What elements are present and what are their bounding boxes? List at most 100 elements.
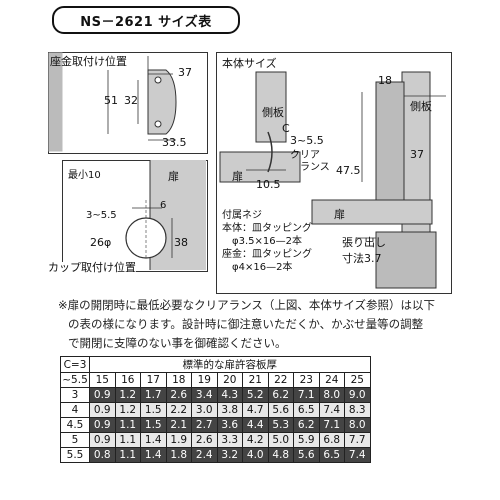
table-cell: 0.9 bbox=[89, 402, 116, 418]
clearance-label-1: クリア bbox=[290, 150, 320, 161]
table-row: 4 0.9 1.2 1.5 2.2 3.0 3.8 4.7 5.6 6.5 7.… bbox=[60, 402, 371, 418]
table-header: 標準的な扉許容板厚 bbox=[89, 356, 371, 373]
screws-washer: 座金：皿タッピング bbox=[222, 249, 312, 260]
note-line-1: ※扉の開閉時に最低必要なクリアランス（上図、本体サイズ参照）は以下 bbox=[58, 298, 436, 312]
table-cell: 3.3 bbox=[216, 432, 243, 448]
screws-washer-size: φ4×16—2本 bbox=[232, 262, 293, 273]
washer-position-panel bbox=[48, 52, 208, 154]
table-row: 4.5 0.9 1.1 1.5 2.1 2.7 3.6 4.4 5.3 6.2 … bbox=[60, 417, 371, 433]
overhang-label-2: 寸法3.7 bbox=[342, 252, 382, 265]
table-cell: 7.1 bbox=[318, 417, 345, 433]
table-cell: 5.0 bbox=[267, 432, 294, 448]
table-cell: 1.1 bbox=[114, 417, 141, 433]
table-cell: 0.9 bbox=[89, 432, 116, 448]
table-cell: 1.4 bbox=[140, 447, 167, 463]
row-c-value: 4.5 bbox=[60, 417, 90, 433]
column-header: 21 bbox=[242, 372, 269, 388]
table-cell: 7.4 bbox=[318, 402, 345, 418]
table-cell: 1.1 bbox=[114, 432, 141, 448]
table-row: 5.5 0.8 1.1 1.4 1.8 2.4 3.2 4.0 4.8 5.6 … bbox=[60, 447, 371, 463]
table-cell: 5.6 bbox=[267, 402, 294, 418]
row-c-value: 4 bbox=[60, 402, 90, 418]
table-cell: 5.6 bbox=[293, 447, 320, 463]
row-c-value: 5 bbox=[60, 432, 90, 448]
column-header: 15 bbox=[89, 372, 116, 388]
dim-37: 37 bbox=[178, 66, 192, 79]
overhang-label-1: 張り出し bbox=[342, 236, 386, 249]
table-cell: 0.9 bbox=[89, 387, 116, 403]
dim-6: 6 bbox=[160, 200, 167, 211]
cup-heading: カップ取付け位置 bbox=[48, 261, 136, 274]
table-row: 5 0.9 1.1 1.4 1.9 2.6 3.3 4.2 5.0 5.9 6.… bbox=[60, 432, 371, 448]
table-corner-bottom: ~5.5 bbox=[60, 372, 90, 388]
column-header: 18 bbox=[165, 372, 192, 388]
table-cell: 0.8 bbox=[89, 447, 116, 463]
label-c: C bbox=[282, 122, 290, 135]
table-cell: 8.3 bbox=[344, 402, 371, 418]
table-cell: 6.8 bbox=[318, 432, 345, 448]
column-header: 23 bbox=[293, 372, 320, 388]
dim-c-range: 3~5.5 bbox=[290, 134, 324, 147]
table-cell: 2.6 bbox=[191, 432, 218, 448]
table-cell: 4.0 bbox=[242, 447, 269, 463]
table-cell: 3.8 bbox=[216, 402, 243, 418]
page-title: NS－2621 サイズ表 bbox=[52, 6, 240, 34]
table-cell: 1.8 bbox=[165, 447, 192, 463]
column-header: 20 bbox=[216, 372, 243, 388]
table-cell: 4.7 bbox=[242, 402, 269, 418]
column-header: 16 bbox=[114, 372, 141, 388]
table-cell: 5.2 bbox=[242, 387, 269, 403]
table-cell: 4.3 bbox=[216, 387, 243, 403]
column-header: 25 bbox=[344, 372, 371, 388]
table-cell: 3.2 bbox=[216, 447, 243, 463]
door-label-2: 扉 bbox=[334, 208, 345, 221]
table-cell: 4.8 bbox=[267, 447, 294, 463]
table-cell: 6.5 bbox=[318, 447, 345, 463]
washer-diagram bbox=[48, 52, 177, 152]
table-cell: 2.2 bbox=[165, 402, 192, 418]
table-cell: 1.5 bbox=[140, 417, 167, 433]
side-panel-label-1: 側板 bbox=[262, 106, 284, 119]
row-c-value: 5.5 bbox=[60, 447, 90, 463]
table-cell: 4.2 bbox=[242, 432, 269, 448]
label-min10: 最小10 bbox=[68, 170, 101, 181]
table-cell: 0.9 bbox=[89, 417, 116, 433]
column-header: 22 bbox=[267, 372, 294, 388]
table-cell: 8.0 bbox=[344, 417, 371, 433]
screws-body-size: φ3.5×16—2本 bbox=[232, 236, 302, 247]
table-cell: 2.7 bbox=[191, 417, 218, 433]
screws-title: 付属ネジ bbox=[222, 210, 262, 221]
clearance-label-2: ランス bbox=[300, 162, 330, 173]
table-cell: 1.7 bbox=[140, 387, 167, 403]
side-panel-label-2: 側板 bbox=[410, 100, 432, 113]
cup-diagram bbox=[125, 160, 206, 270]
table-corner-top: C=3 bbox=[60, 356, 90, 373]
table-cell: 7.1 bbox=[293, 387, 320, 403]
table-cell: 9.0 bbox=[344, 387, 371, 403]
column-header: 17 bbox=[140, 372, 167, 388]
washer-heading: 座金取付け位置 bbox=[50, 55, 127, 68]
table-cell: 2.4 bbox=[191, 447, 218, 463]
body-diagram bbox=[219, 71, 446, 289]
dim-33-5: 33.5 bbox=[162, 136, 187, 149]
table-cell: 1.5 bbox=[140, 402, 167, 418]
table-cell: 3.6 bbox=[216, 417, 243, 433]
table-row: 3 0.9 1.2 1.7 2.6 3.4 4.3 5.2 6.2 7.1 8.… bbox=[60, 387, 371, 403]
table-cell: 5.3 bbox=[267, 417, 294, 433]
note-line-2: の表の様になります。設計時に御注意いただくか、かぶせ量等の調整 bbox=[68, 317, 424, 331]
table-cell: 1.4 bbox=[140, 432, 167, 448]
dim-18: 18 bbox=[378, 74, 392, 87]
table-cell: 1.9 bbox=[165, 432, 192, 448]
table-cell: 1.1 bbox=[114, 447, 141, 463]
door-label-1: 扉 bbox=[232, 170, 243, 183]
dim-10-5: 10.5 bbox=[256, 178, 281, 191]
column-header: 19 bbox=[191, 372, 218, 388]
door-thickness-table: C=3 標準的な扉許容板厚 ~5.5 15 16 17 18 19 20 21 … bbox=[60, 356, 371, 463]
dim-38: 38 bbox=[174, 236, 188, 249]
table-cell: 5.9 bbox=[293, 432, 320, 448]
dim-47-5: 47.5 bbox=[336, 164, 361, 177]
row-c-value: 3 bbox=[60, 387, 90, 403]
table-cell: 7.7 bbox=[344, 432, 371, 448]
body-heading: 本体サイズ bbox=[222, 57, 277, 70]
table-cell: 6.2 bbox=[267, 387, 294, 403]
